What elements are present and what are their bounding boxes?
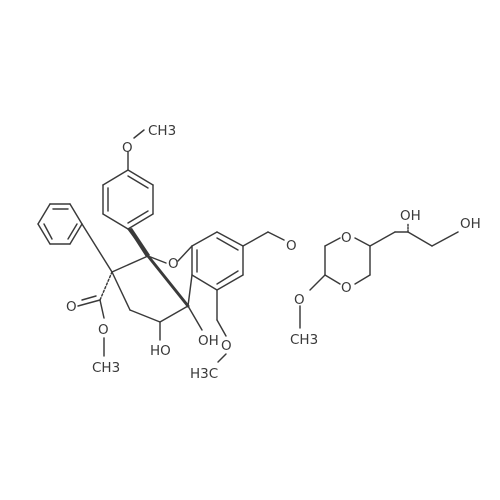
atom-label-o-ester: O xyxy=(98,322,109,338)
atom-label-oh-c8b: OH xyxy=(198,333,219,349)
bond xyxy=(191,231,218,247)
bond xyxy=(102,213,129,230)
bond xyxy=(324,237,341,247)
bond xyxy=(216,274,244,291)
bond xyxy=(187,305,203,331)
bond xyxy=(147,255,167,264)
bond xyxy=(127,210,149,224)
atom-label-oh-side-2: OH xyxy=(460,216,481,232)
bond xyxy=(81,223,113,273)
bond xyxy=(177,245,193,262)
atom-label-o-furan: O xyxy=(168,256,179,272)
bond xyxy=(37,223,51,245)
bond xyxy=(146,254,190,308)
bond xyxy=(129,309,161,323)
bond xyxy=(37,203,51,225)
bond xyxy=(216,319,227,337)
bond xyxy=(216,237,239,251)
bond xyxy=(354,274,371,285)
stereo-wedge xyxy=(128,228,150,257)
bond xyxy=(77,299,101,307)
bond xyxy=(309,274,326,291)
atom-label-h3c-arom-methoxy: H3C xyxy=(190,366,218,382)
atom-label-oh-side-1: OH xyxy=(400,208,421,224)
bond xyxy=(369,231,396,247)
atom-label-ch3-dioxane-methoxy: CH3 xyxy=(290,332,318,348)
atom-label-o-dioxane-1: O xyxy=(341,230,352,246)
bond xyxy=(191,274,218,291)
bond xyxy=(127,213,154,230)
atom-label-ch3-top: CH3 xyxy=(148,123,176,139)
bond xyxy=(67,223,78,240)
bond xyxy=(99,299,105,319)
atom-label-o-arom-methoxy: O xyxy=(221,338,232,354)
atom-label-o-top-methoxy: O xyxy=(122,140,133,156)
bond xyxy=(69,203,83,225)
atom-label-ho-c1: HO xyxy=(150,343,171,359)
bond xyxy=(324,274,341,285)
bond xyxy=(69,223,83,245)
bond xyxy=(159,305,189,323)
bond xyxy=(216,270,239,285)
bond xyxy=(242,231,269,247)
atom-label-ch3-ester: CH3 xyxy=(92,360,120,376)
bonds xyxy=(37,129,459,363)
bond xyxy=(216,231,244,247)
bond xyxy=(133,129,145,139)
bond xyxy=(127,175,149,189)
bond xyxy=(127,169,154,186)
wedges xyxy=(128,228,150,257)
bond xyxy=(354,237,371,247)
bond xyxy=(43,223,53,240)
atom-label-o-dioxane-2: O xyxy=(341,280,352,296)
bond xyxy=(102,169,129,186)
bond xyxy=(187,274,193,307)
bond xyxy=(99,271,113,301)
bond xyxy=(407,231,433,247)
atom-label-o-dioxane-methoxy: O xyxy=(294,292,305,308)
bond xyxy=(111,271,131,311)
bond xyxy=(431,231,459,247)
bond xyxy=(81,295,97,301)
atom-label-o-aryl-ether: O xyxy=(286,238,297,254)
bond xyxy=(217,353,227,363)
bond xyxy=(267,231,285,241)
bond xyxy=(111,255,149,273)
atom-label-o-ester-carbonyl: O xyxy=(66,299,77,315)
atom-labels: CH3 O O O O O OH OH O O CH3 HO OH O H3C … xyxy=(66,123,481,382)
